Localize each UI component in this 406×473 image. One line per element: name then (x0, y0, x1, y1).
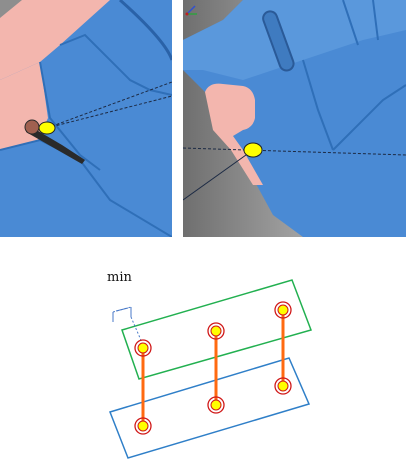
dashed-line-3 (183, 147, 406, 156)
edge-line (39, 61, 101, 171)
edge-line-c (342, 0, 359, 46)
dashed-line-1 (46, 81, 172, 129)
contact-point-yellow (243, 142, 263, 158)
pin-bottom-2 (207, 396, 225, 414)
left-3d-view (0, 0, 172, 237)
contact-point-brown (24, 119, 40, 135)
dashed-line-2 (46, 95, 172, 129)
edge-line-b (332, 84, 406, 151)
ridge-line (59, 33, 172, 96)
contact-point-yellow (38, 121, 56, 135)
slot-feature (262, 10, 295, 72)
solid-line (183, 149, 254, 201)
min-label: min (107, 270, 132, 285)
pin-top-1 (134, 339, 152, 357)
pink-surface-top (0, 0, 110, 80)
pin-bottom-1 (134, 417, 152, 435)
green-outline-rect (121, 279, 312, 380)
pin-bottom-3 (274, 377, 292, 395)
edge-line-d (372, 0, 379, 41)
pin-top-2 (207, 322, 225, 340)
min-dimension-marker (112, 306, 144, 346)
edge-line-a (302, 59, 334, 151)
curved-edge (119, 0, 172, 61)
slot-shadow (26, 125, 85, 164)
pink-feature (205, 83, 263, 185)
blue-outline-rect (109, 357, 311, 459)
schematic-svg (109, 279, 312, 459)
pin-top-3 (274, 301, 292, 319)
schematic-diagram (0, 237, 406, 473)
right-3d-view (183, 0, 406, 237)
axis-triad-icon (185, 5, 197, 16)
left-3d-render (0, 0, 172, 237)
right-3d-render (183, 0, 406, 237)
